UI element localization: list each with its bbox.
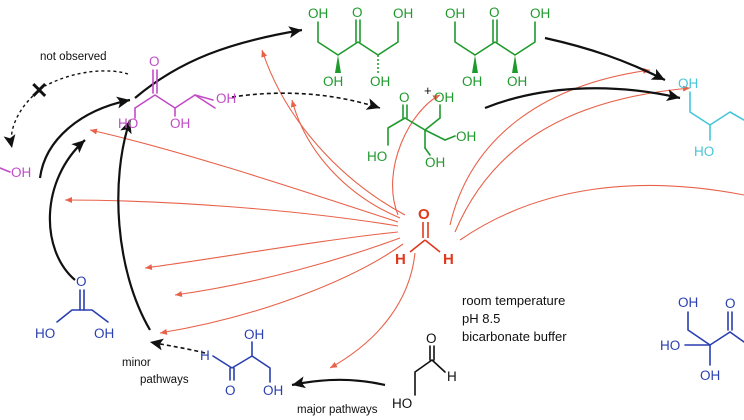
arrow-left-to-magenta: [38, 96, 131, 179]
glyceraldehyde-hydrogen: H: [200, 348, 210, 363]
branched-ketone-oxygen: O: [399, 90, 410, 105]
red-arrow-to-cyan: [449, 67, 651, 226]
red-arrow-lower-left: [174, 237, 401, 297]
arrow-magenta-to-branched: [231, 92, 381, 110]
formaldehyde-hydrogen-right: H: [443, 251, 454, 268]
arrow-dha-to-magenta: [48, 139, 86, 281]
formaldehyde-hydrogen-left: H: [395, 251, 406, 268]
formaldehyde-red-arrows: [64, 49, 744, 369]
glycolaldehyde: O H HO: [392, 331, 457, 411]
cyan-molecule: OH HO: [678, 76, 744, 159]
red-arrow-to-glycolaldehyde-product: [329, 252, 416, 369]
red-arrow-to-green-ketose: [261, 49, 406, 216]
glyceraldehyde-hydroxyl-top: OH: [244, 327, 264, 342]
branched-hydroxyl-bottom: OH: [425, 155, 445, 170]
green1-hydroxyl-bottom-left: OH: [323, 74, 343, 89]
minor-pathways-label-line1: minor: [122, 357, 151, 369]
magenta-molecule: O HO OH OH: [118, 54, 236, 131]
magenta-partial-left: OH: [0, 165, 31, 180]
red-arrow-to-cyan-2: [454, 85, 691, 233]
arrow-green-to-cyan: [544, 36, 666, 81]
green2-hydroxyl-bottom-left: OH: [462, 74, 482, 89]
not-observed-label: not observed: [40, 51, 107, 63]
cyan-hydroxyl-top: OH: [678, 76, 698, 91]
blue-branched-hydroxyl-left: HO: [660, 338, 680, 353]
black-arrows: [3, 26, 681, 389]
green1-ketone-oxygen: O: [352, 5, 363, 20]
minor-pathways-label-line2: pathways: [140, 374, 189, 386]
branched-hydroxyl-right: OH: [456, 129, 476, 144]
green1-hydroxyl-bottom-right: OH: [370, 74, 390, 89]
arrow-not-observed-tail: [44, 70, 129, 87]
blue-branched-hydroxyl-bottom: OH: [700, 368, 720, 383]
formaldehyde: O H H: [395, 206, 454, 268]
arrow-major-pathways: [291, 376, 386, 389]
blue-branched-hydroxyl-top: OH: [678, 295, 698, 310]
condition-ph: pH 8.5: [462, 311, 500, 326]
red-arrow-to-dihydroxyacetone: [144, 231, 399, 271]
glycolaldehyde-oxygen: O: [426, 331, 437, 346]
branched-hydroxyl-left: HO: [367, 149, 387, 164]
glycolaldehyde-hydrogen: H: [447, 369, 457, 384]
green2-hydroxyl-bottom-right: OH: [507, 74, 527, 89]
red-arrow-to-magenta: [89, 128, 399, 223]
arrow-branched-to-cyan: [484, 87, 681, 110]
blue-dihydroxyacetone: O HO OH: [35, 274, 114, 341]
magenta-hydroxyl-1: HO: [118, 116, 138, 131]
branched-hydroxyl-top: OH: [434, 90, 454, 105]
arrow-not-observed: [3, 87, 43, 149]
glycolaldehyde-hydroxyl: HO: [392, 396, 412, 411]
cross-mark: ✕: [30, 78, 48, 103]
condition-buffer: bicarbonate buffer: [462, 329, 567, 344]
arrow-magenta-to-green: [134, 26, 303, 99]
formaldehyde-oxygen: O: [418, 206, 430, 223]
red-arrow-to-right-edge: [459, 185, 744, 241]
blue-branched-oxygen: O: [725, 296, 736, 311]
glyceraldehyde-hydroxyl-right: OH: [263, 383, 283, 398]
arrow-minor-pathways: [149, 338, 206, 354]
red-arrow-to-green-ketose-2: [290, 99, 401, 219]
condition-temperature: room temperature: [462, 293, 565, 308]
dha-hydroxyl-right: OH: [94, 326, 114, 341]
green1-hydroxyl-top-left: OH: [308, 6, 328, 21]
plus-sign: +: [424, 83, 432, 98]
green-ketose-2: OH O OH OH OH: [445, 5, 550, 89]
green1-hydroxyl-top-right: OH: [393, 6, 413, 21]
red-arrow-to-left: [64, 197, 399, 227]
magenta-hydroxyl-3: OH: [216, 91, 236, 106]
glyceraldehyde-oxygen: O: [225, 383, 236, 398]
green2-hydroxyl-top-right: OH: [530, 6, 550, 21]
dha-ketone-oxygen: O: [76, 274, 87, 289]
major-pathways-label: major pathways: [297, 404, 378, 416]
dha-hydroxyl-left: HO: [35, 326, 55, 341]
green2-hydroxyl-top-left: OH: [445, 6, 465, 21]
blue-branched-molecule: OH O HO OH: [660, 295, 744, 383]
magenta-hydroxyl-2: OH: [170, 116, 190, 131]
arrow-glyceraldehyde-to-magenta: [117, 119, 151, 331]
cyan-hydroxyl-bottom: HO: [694, 144, 714, 159]
blue-glyceraldehyde: H O OH OH: [200, 327, 283, 398]
magenta-left-hydroxyl: OH: [11, 165, 31, 180]
magenta-ketone-oxygen: O: [149, 54, 160, 69]
green2-ketone-oxygen: O: [489, 5, 500, 20]
red-arrow-to-glyceraldehyde: [159, 243, 404, 335]
green-ketose-1: OH O OH OH OH: [308, 5, 413, 89]
red-arrow-to-branched-green: [392, 94, 441, 216]
green-branched-ketose: O OH HO OH OH: [367, 90, 476, 170]
